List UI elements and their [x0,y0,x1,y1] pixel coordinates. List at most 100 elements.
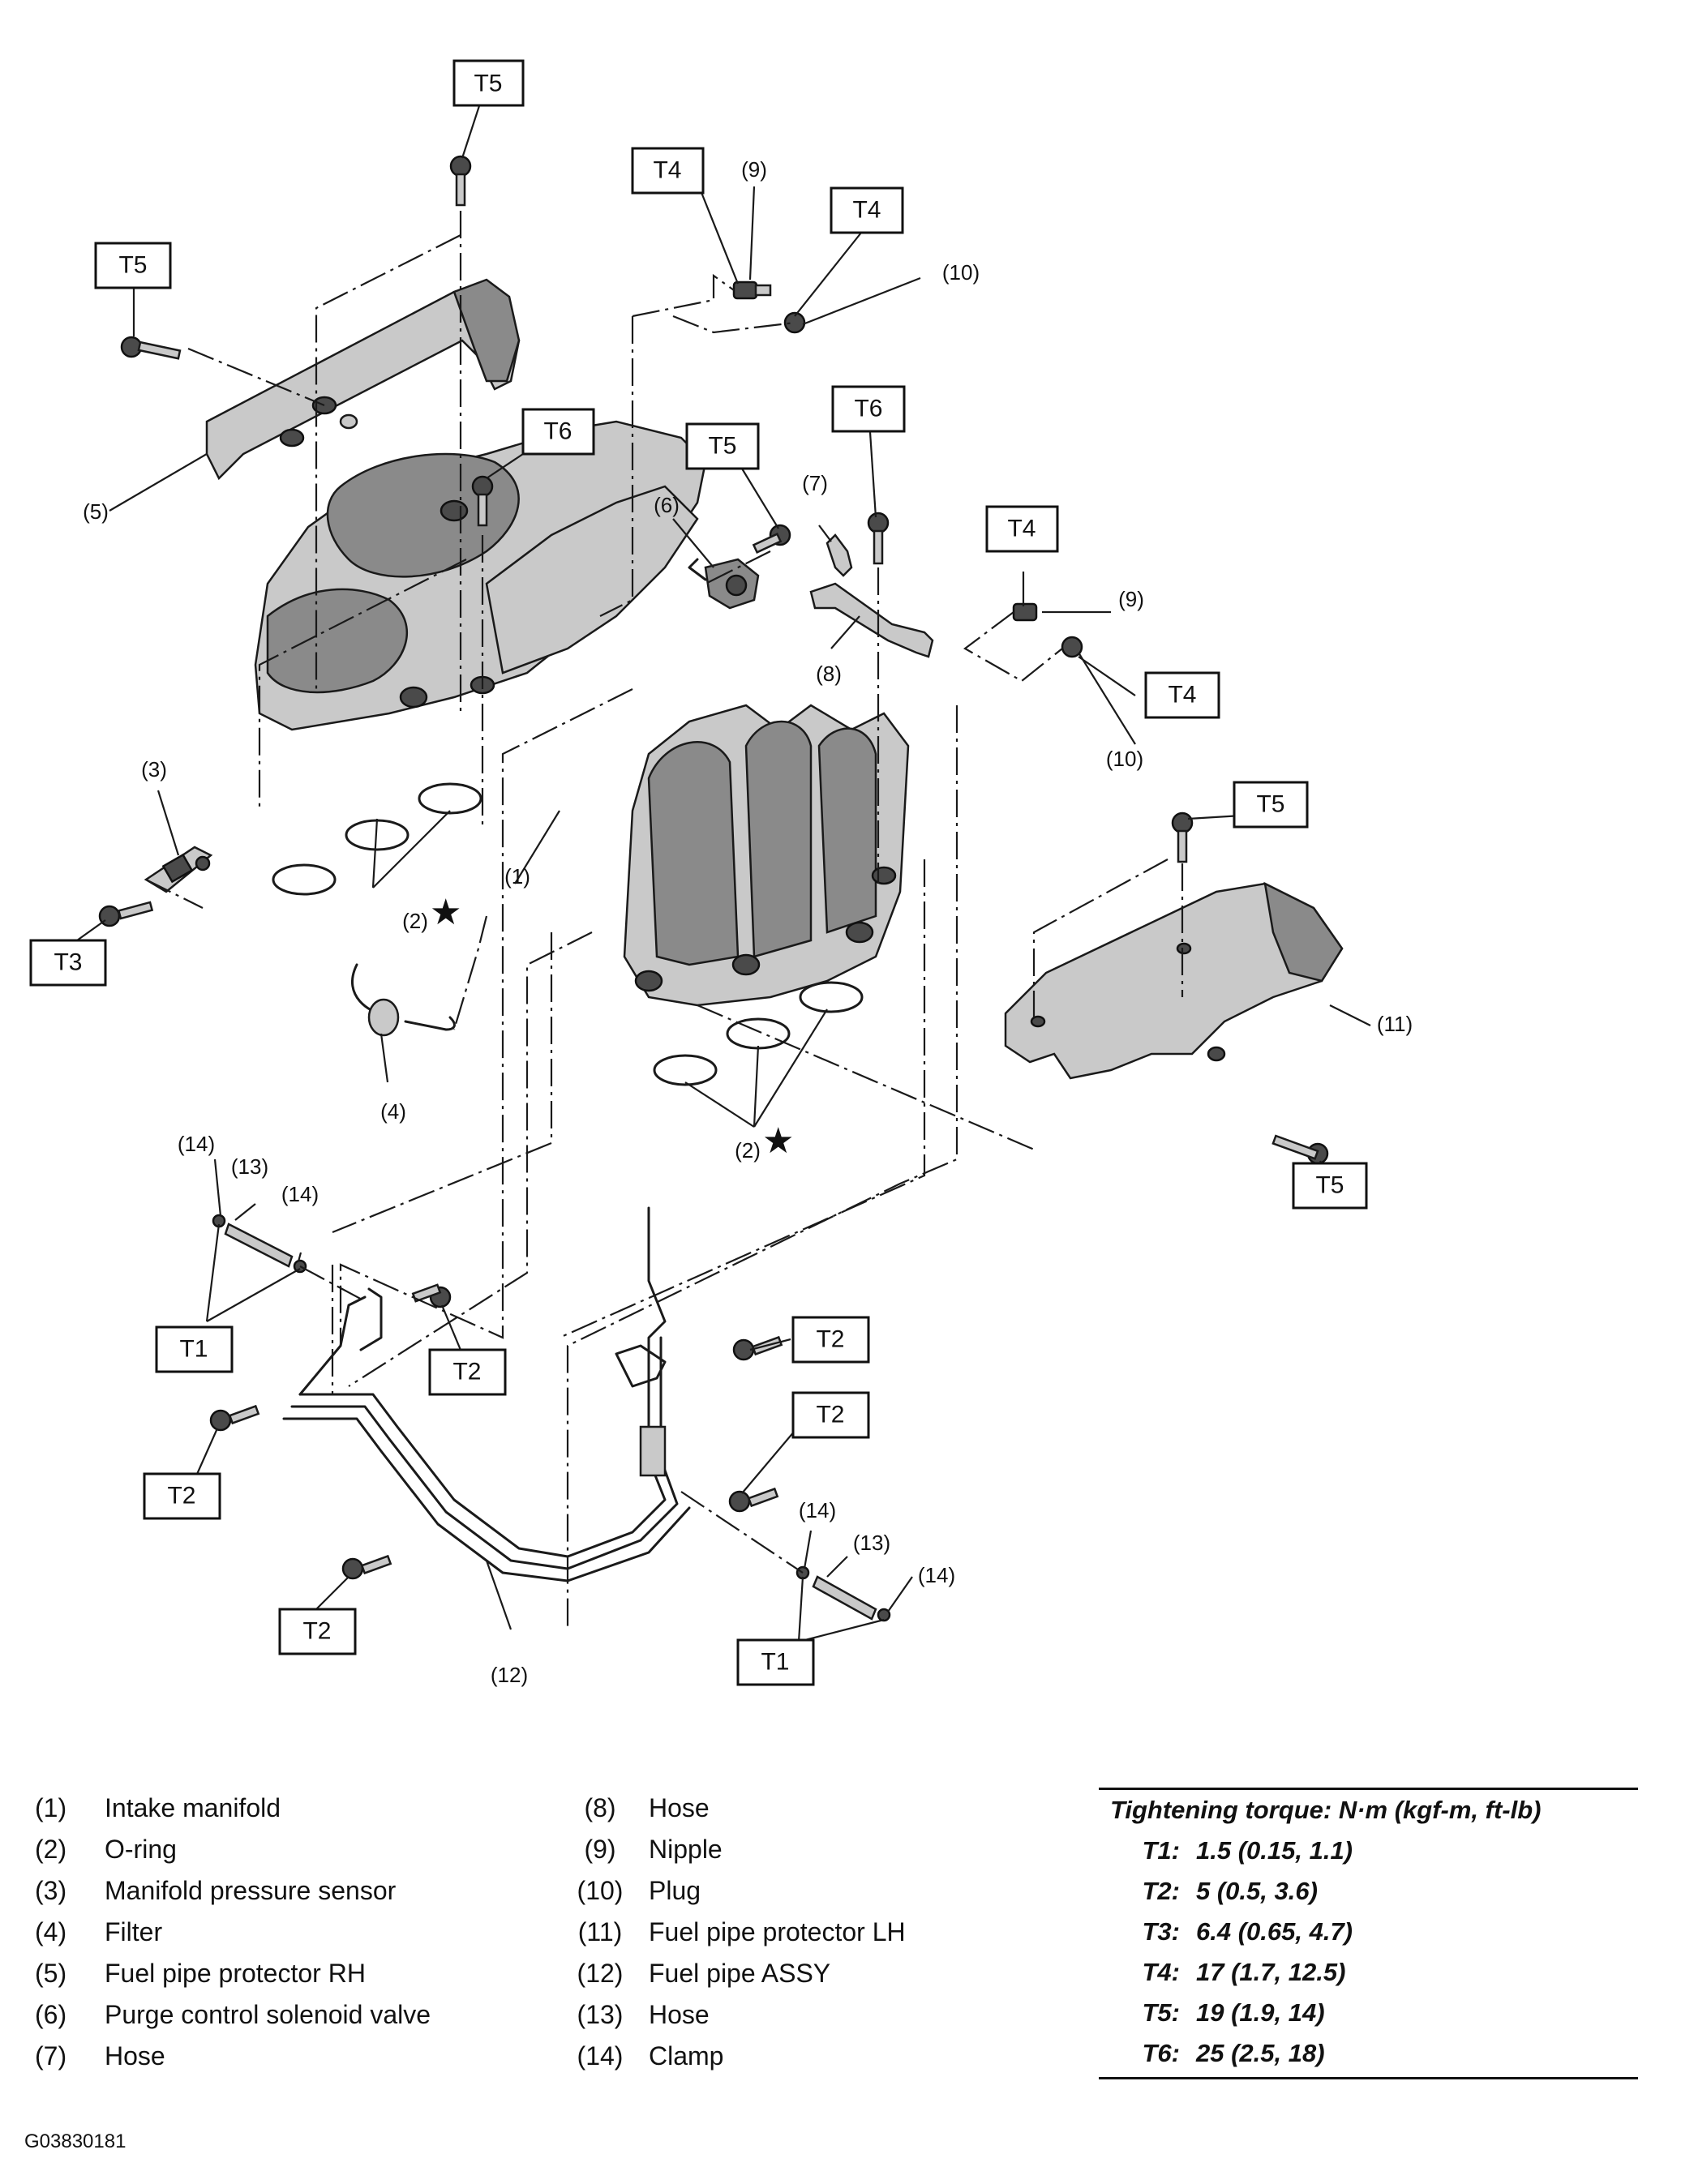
exploded-view-diagram: T5 T5 T4 T4 T6 T5 T6 T4 T4 T5 T5 T3 T1 T… [29,59,1413,1687]
bolt-t5-top [449,155,472,207]
part-callouts: (9) (10) (5) (6) (7) (8) (9) (10) (3) (1… [83,157,1413,1687]
bolt-t2-e [728,1487,779,1513]
torque-tag-t4-right-lower: T4 [1144,671,1220,719]
bolt-t5-right-bottom [1271,1134,1329,1165]
manifold-pressure-sensor [144,846,213,893]
bolt-t5-left [120,336,182,360]
callout-4: (4) [380,1099,406,1124]
plug-10-right [1061,636,1083,658]
callout-14-left-top: (14) [178,1132,215,1156]
torque-table-top-rule [1099,1788,1638,1790]
torque-tag-t2-b: T2 [143,1472,221,1520]
callout-3: (3) [141,757,167,782]
leader-lines [76,83,1371,1643]
torque-tag-t5-left: T5 [94,242,172,289]
legend-column-right: (8)Hose (9)Nipple (10)Plug (11)Fuel pipe… [560,1788,906,2077]
bolt-t2-b [209,1404,260,1432]
nipple-9-right [1012,602,1038,622]
legend-item: (10)Plug [577,1876,701,1905]
callout-5: (5) [83,499,109,524]
legend-item: (2)O-ring [35,1835,177,1864]
svg-text:T1: T1 [761,1649,789,1676]
torque-tag-t6-right: T6 [831,385,906,433]
svg-text:T5: T5 [474,71,502,97]
svg-text:T5: T5 [708,433,736,460]
star-mark-lower: ★ [762,1120,794,1162]
torque-tag-t4-top-right: T4 [830,186,904,234]
svg-text:T5: T5 [1256,791,1284,818]
svg-text:T3: T3 [54,949,82,976]
torque-tag-t6-left: T6 [521,408,595,456]
svg-text:T2: T2 [816,1326,844,1353]
hose-13-left [212,1214,307,1274]
bolt-t5-right-top [1171,812,1194,863]
callout-11: (11) [1377,1012,1413,1036]
fuel-pipe-protector-lh [1004,881,1344,1080]
callout-9-top: (9) [741,157,767,182]
callout-14-left-bottom: (14) [281,1182,319,1206]
fuel-pipe-protector-rh [205,278,521,481]
bolts [98,155,1329,1580]
intake-manifold [254,420,707,731]
torque-tag-t1-left: T1 [155,1325,234,1373]
legend-item: (12)Fuel pipe ASSY [577,1959,831,1988]
svg-text:T6: T6 [543,418,572,445]
svg-text:T4: T4 [653,157,681,184]
callout-14-right-top: (14) [799,1498,836,1522]
callout-12: (12) [491,1663,528,1687]
torque-tag-t2-a: T2 [428,1348,507,1396]
torque-tag-t5-top: T5 [452,59,525,107]
callout-10-right: (10) [1106,747,1143,771]
lower-manifold-runners [623,704,910,1007]
svg-text:T5: T5 [1315,1172,1344,1199]
bolt-t6-right [867,512,890,565]
o-rings-upper [272,782,482,896]
legend-item: (13)Hose [577,2000,710,2029]
svg-text:T2: T2 [452,1359,481,1385]
torque-tag-t5-mid: T5 [685,422,760,470]
svg-text:T1: T1 [179,1336,208,1363]
assembly-chain-lines [145,211,1184,1629]
fuel-pipe-assy [282,1206,691,1582]
svg-text:T6: T6 [854,396,882,422]
legend-item: (14)Clamp [577,2041,724,2071]
legend-item: (7)Hose [35,2041,165,2071]
hose-8 [809,582,934,658]
torque-tag-t2-e: T2 [791,1391,870,1439]
hose-13-right [795,1565,891,1622]
purge-solenoid-valve [688,558,760,610]
legend-item: (1)Intake manifold [35,1793,281,1822]
bolt-t2-c [341,1554,392,1580]
bolt-t3 [98,901,154,927]
callout-14-right-bottom: (14) [918,1563,955,1587]
callout-13-right: (13) [853,1531,890,1555]
torque-tag-t2-c: T2 [278,1608,357,1655]
callout-1: (1) [504,864,530,889]
callout-7: (7) [802,471,828,495]
torque-row: T6:25 (2.5, 18) [1142,2039,1325,2067]
star-mark-upper: ★ [430,892,461,933]
torque-tag-t4-top-left: T4 [631,147,705,195]
callout-13-left: (13) [231,1154,268,1179]
legend-item: (11)Fuel pipe protector LH [577,1917,906,1946]
legend-item: (9)Nipple [584,1835,723,1864]
nipple-9-top [732,280,772,300]
legend-item: (3)Manifold pressure sensor [35,1876,397,1905]
svg-text:T5: T5 [118,252,147,279]
legend-column-left: (1)Intake manifold (2)O-ring (3)Manifold… [35,1788,431,2077]
filter [350,963,456,1037]
torque-table-title: Tightening torque: N·m (kgf-m, ft-lb) [1110,1796,1542,1824]
svg-text:T2: T2 [302,1618,331,1645]
torque-table-bottom-rule [1099,2077,1638,2079]
torque-tag-t5-right-lower: T5 [1292,1162,1368,1210]
plug-10-top [783,311,806,334]
bolt-t6-upper [471,475,494,527]
callout-2-lower: (2) [735,1138,761,1163]
torque-row: T1:1.5 (0.15, 1.1) [1142,1836,1353,1865]
legend-item: (6)Purge control solenoid valve [35,2000,431,2029]
svg-text:T4: T4 [852,197,881,224]
callout-8: (8) [816,662,842,686]
svg-text:T4: T4 [1007,516,1036,542]
callout-9-right: (9) [1118,587,1144,611]
bolt-t2-a [411,1283,452,1308]
